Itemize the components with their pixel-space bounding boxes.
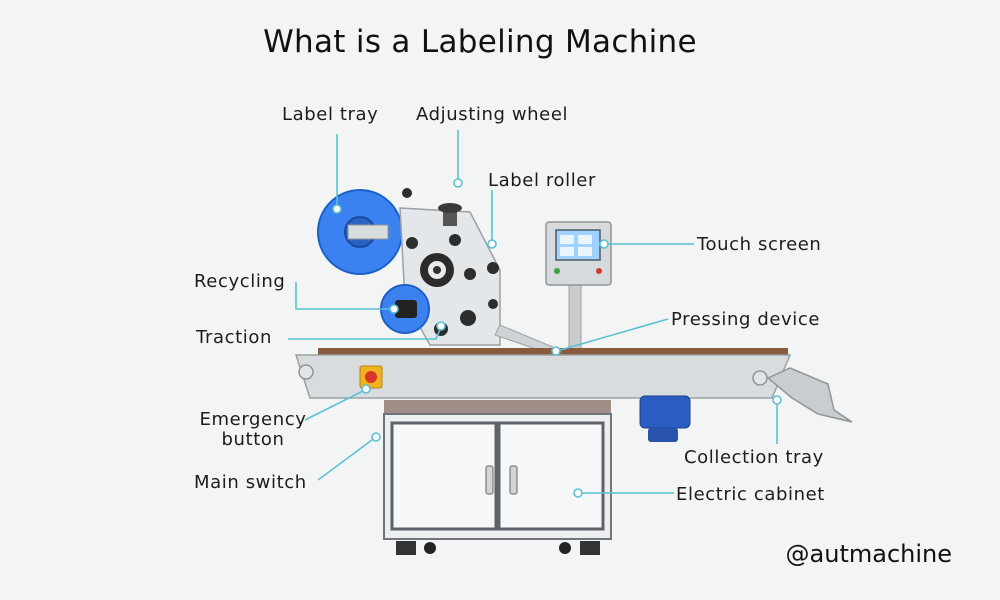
callout-leader-lines <box>288 130 778 494</box>
label-collection-tray: Collection tray <box>684 447 824 468</box>
watermark-handle: @autmachine <box>785 540 952 568</box>
cabinet-shape <box>383 400 612 555</box>
dot-main-switch <box>371 432 381 442</box>
diagram-title: What is a Labeling Machine <box>263 24 697 60</box>
motor <box>639 395 691 442</box>
dot-pressing-device <box>551 346 561 356</box>
dot-traction <box>436 321 446 331</box>
dot-label-roller <box>487 239 497 249</box>
label-label-roller: Label roller <box>488 170 596 191</box>
leader-recycling <box>295 282 393 310</box>
leader-emergency-button <box>304 389 366 421</box>
labeling-head <box>317 188 562 353</box>
label-main-switch: Main switch <box>194 472 307 493</box>
touch-screen-assembly <box>545 221 612 355</box>
dot-touch-screen <box>599 239 609 249</box>
dot-label-tray <box>332 204 342 214</box>
label-pressing-device: Pressing device <box>671 309 821 330</box>
label-emergency-button-line2: button <box>221 429 285 450</box>
leader-main-switch <box>317 436 377 481</box>
label-traction: Traction <box>196 327 272 348</box>
dot-recycling <box>389 304 399 314</box>
label-electric-cabinet: Electric cabinet <box>676 484 825 505</box>
label-label-tray: Label tray <box>282 104 379 125</box>
dot-adjusting-wheel <box>453 178 463 188</box>
callout-dots <box>332 178 782 498</box>
leader-pressing-device <box>556 318 669 352</box>
dot-collection-tray <box>772 395 782 405</box>
label-recycling: Recycling <box>194 271 286 292</box>
label-emergency-button: Emergency button <box>192 410 314 450</box>
dot-emergency-button <box>361 384 371 394</box>
label-touch-screen: Touch screen <box>697 234 822 255</box>
label-adjusting-wheel: Adjusting wheel <box>416 104 569 125</box>
dot-electric-cabinet <box>573 488 583 498</box>
collection-tray-shape <box>766 367 853 423</box>
leader-traction <box>288 326 442 340</box>
label-emergency-button-line1: Emergency <box>199 409 307 430</box>
